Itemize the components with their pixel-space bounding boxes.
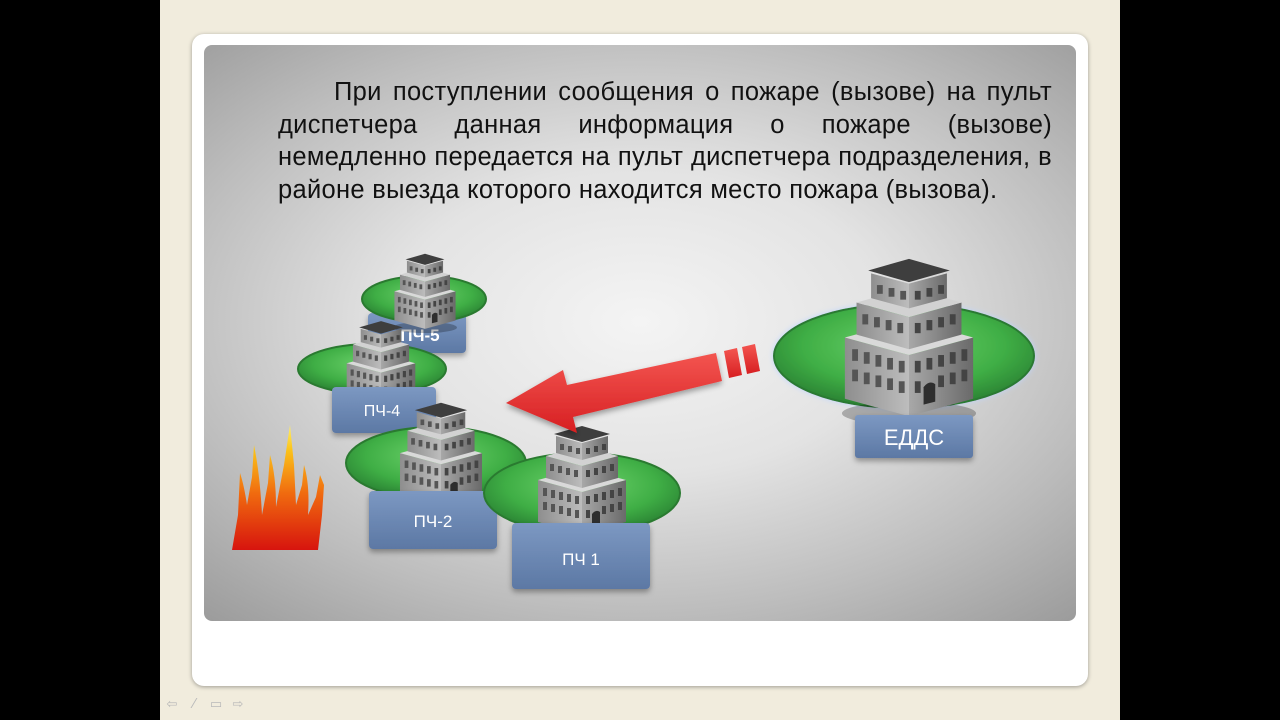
building-icon xyxy=(393,253,457,333)
station-label-box xyxy=(512,523,650,589)
hub-label: ЕДДС xyxy=(884,425,944,450)
slide-paragraph: При поступлении сообщения о пожаре (вызо… xyxy=(278,78,1052,204)
fire-station-pch1: ПЧ 1 xyxy=(483,426,681,589)
slideshow-controls: ⇦ ⁄ ▭ ⇨ xyxy=(164,696,246,714)
arrow-left-icon xyxy=(506,344,760,433)
slide-stage: При поступлении сообщения о пожаре (вызо… xyxy=(160,0,1120,720)
edds-dispatch-center: ЕДДС xyxy=(773,258,1035,458)
dispatch-diagram: ПЧ-5 ПЧ-4 ПЧ-2 xyxy=(232,253,1035,589)
fire-icon xyxy=(232,425,324,550)
slide-menu-icon[interactable]: ▭ xyxy=(209,697,223,712)
station-label-box xyxy=(369,491,497,549)
building-icon xyxy=(841,258,977,425)
previous-slide-icon[interactable]: ⇦ xyxy=(166,697,178,712)
next-slide-icon[interactable]: ⇨ xyxy=(232,697,244,712)
slide-content-panel: При поступлении сообщения о пожаре (вызо… xyxy=(204,45,1076,621)
station-label-pch4: ПЧ-4 xyxy=(364,403,400,420)
pen-tool-icon[interactable]: ⁄ xyxy=(192,697,196,712)
station-label-pch2: ПЧ-2 xyxy=(414,512,453,531)
hub-label-box xyxy=(855,415,973,458)
fire-station-pch4: ПЧ-4 xyxy=(297,321,447,433)
fire-station-pch2: ПЧ-2 xyxy=(345,402,527,549)
station-label-pch1: ПЧ 1 xyxy=(562,550,600,569)
station-label-box xyxy=(332,387,436,433)
building-icon xyxy=(536,426,628,540)
